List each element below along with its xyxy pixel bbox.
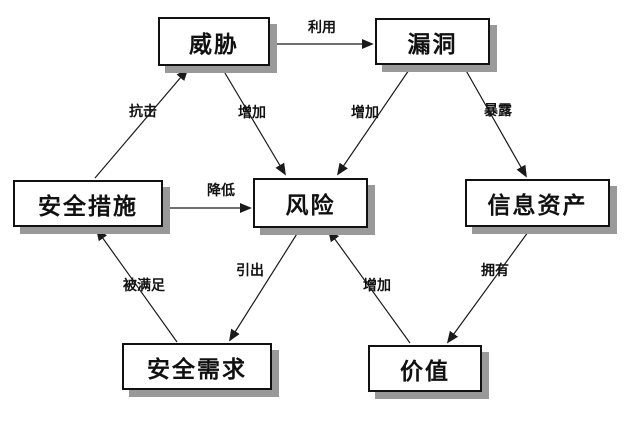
edge-label-satisfy: 被满足 bbox=[123, 278, 165, 294]
edge-label-reduce: 降低 bbox=[207, 183, 235, 199]
node-vulnerability-label: 漏洞 bbox=[407, 31, 458, 58]
node-security-measures-label: 安全措施 bbox=[38, 193, 138, 220]
edge-label-expose: 暴露 bbox=[484, 103, 512, 119]
edge-label-vuln-increase: 增加 bbox=[351, 105, 379, 121]
edge-label-resist: 抗击 bbox=[129, 104, 157, 120]
node-risk-label: 风险 bbox=[285, 193, 336, 219]
edge-label-derive: 引出 bbox=[236, 263, 264, 279]
node-security-measures[interactable]: 安全措施 bbox=[13, 180, 163, 227]
node-vulnerability[interactable]: 漏洞 bbox=[375, 18, 490, 65]
edge-own bbox=[446, 227, 532, 344]
node-value-label: 价值 bbox=[400, 358, 450, 385]
edge-label-threat-increase: 增加 bbox=[238, 105, 266, 121]
edge-value-increase bbox=[327, 229, 411, 344]
edge-threat-increase bbox=[221, 67, 286, 176]
node-security-requirements-label: 安全需求 bbox=[147, 356, 247, 383]
node-threat-label: 威胁 bbox=[189, 31, 239, 58]
edge-expose bbox=[463, 66, 527, 178]
node-security-requirements[interactable]: 安全需求 bbox=[122, 343, 272, 390]
node-risk[interactable]: 风险 bbox=[253, 178, 368, 228]
node-value[interactable]: 价值 bbox=[368, 345, 482, 392]
node-information-assets[interactable]: 信息资产 bbox=[465, 179, 610, 227]
edge-label-exploit: 利用 bbox=[308, 20, 336, 36]
node-threat[interactable]: 威胁 bbox=[158, 17, 270, 66]
edge-resist bbox=[94, 68, 189, 179]
edge-label-own: 拥有 bbox=[481, 263, 509, 279]
node-information-assets-label: 信息资产 bbox=[487, 193, 588, 219]
edge-derive bbox=[229, 228, 301, 342]
edge-vuln-increase bbox=[336, 66, 412, 176]
edge-label-value-increase: 增加 bbox=[363, 278, 391, 294]
edge-satisfy bbox=[95, 228, 178, 343]
